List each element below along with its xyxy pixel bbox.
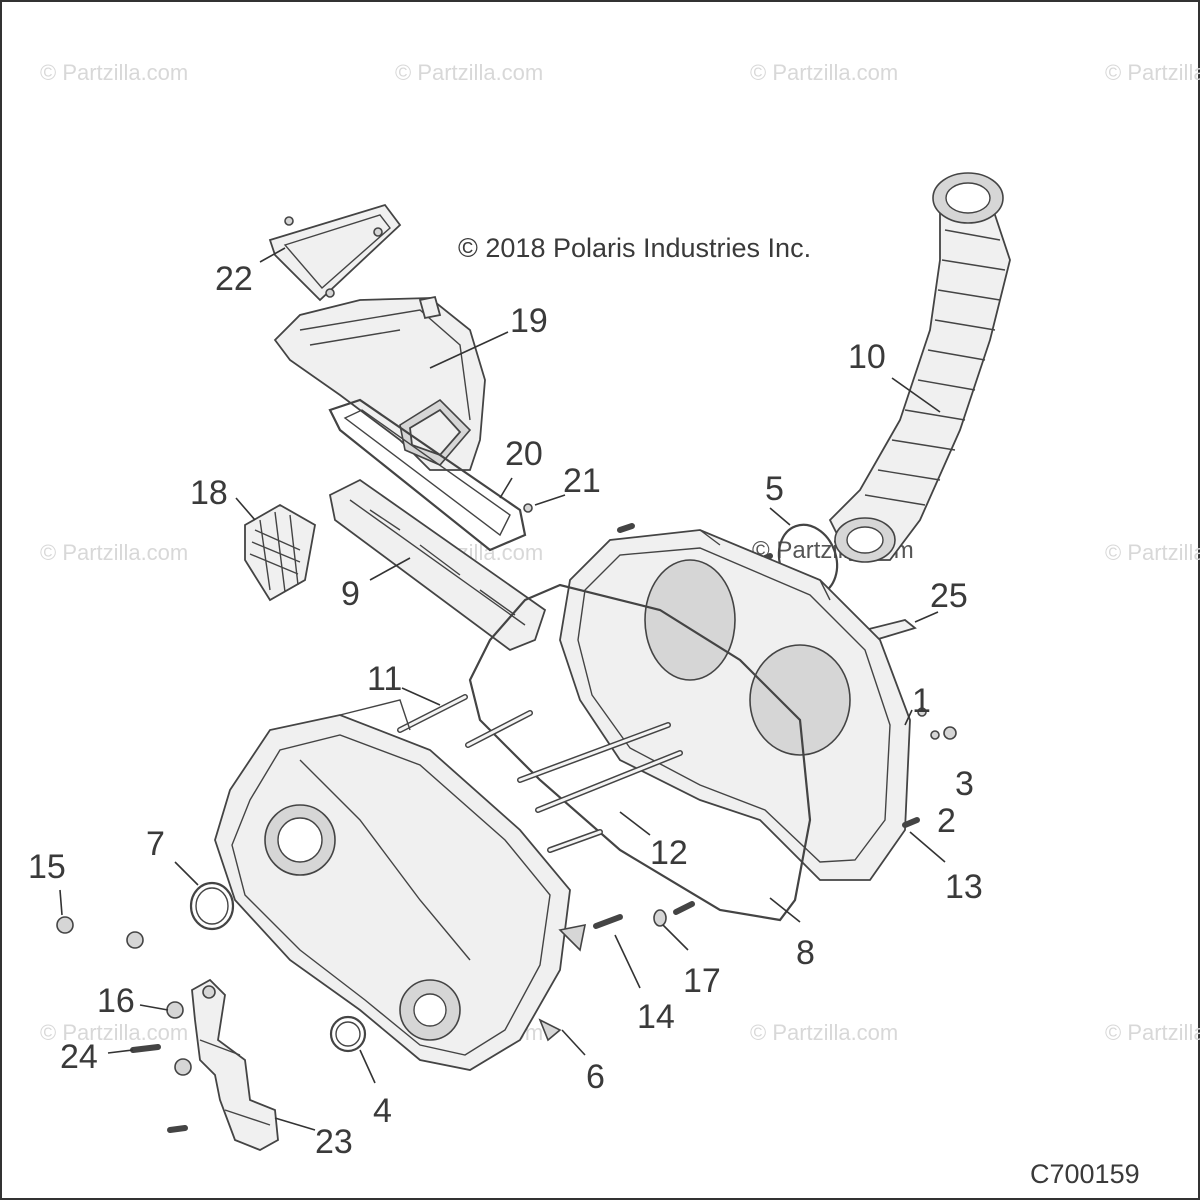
- callout-23: 23: [315, 1123, 353, 1161]
- part-21-screw: [523, 503, 533, 513]
- part-6-inner-cover: [214, 699, 587, 1071]
- callout-21: 21: [563, 462, 601, 500]
- callout-16: 16: [97, 982, 135, 1020]
- callout-2: 2: [937, 802, 956, 840]
- watermark: © Partzilla.com: [40, 60, 188, 85]
- watermark: © Partzilla.com: [395, 60, 543, 85]
- callout-8: 8: [796, 934, 815, 972]
- part-2-3-fasteners: [902, 707, 957, 828]
- callout-19: 19: [510, 302, 548, 340]
- callout-15: 15: [28, 848, 66, 886]
- callout-4: 4: [373, 1092, 392, 1130]
- callout-17: 17: [683, 962, 721, 1000]
- callout-14: 14: [637, 998, 675, 1036]
- callout-25: 25: [930, 577, 968, 615]
- part-1-outer-cover: [559, 523, 911, 881]
- part-18-screen: [244, 503, 316, 602]
- watermark: © Partzilla.com: [1105, 60, 1200, 85]
- callout-labels: 1 2 3 4 5 6 7 8 9 10 11 12 13 14 15 16 1…: [28, 260, 983, 1161]
- callout-24: 24: [60, 1038, 98, 1076]
- watermark: © Partzilla.com: [750, 60, 898, 85]
- figure-code: C700159: [1030, 1159, 1140, 1189]
- watermark: © Partzilla.com: [750, 1020, 898, 1045]
- callout-12: 12: [650, 834, 688, 872]
- part-9-plate: [328, 478, 547, 652]
- part-7-oring: [189, 881, 235, 931]
- callout-1: 1: [912, 682, 931, 720]
- part-23-bracket: [130, 978, 279, 1151]
- part-15-16-plugs: [56, 916, 192, 1076]
- callout-6: 6: [586, 1058, 605, 1096]
- watermark: © Partzilla.com: [1105, 540, 1200, 565]
- part-4-oring: [329, 1015, 367, 1053]
- part-8-main-gasket: [468, 583, 812, 922]
- watermark: © Partzilla.com: [1105, 1020, 1200, 1045]
- callout-18: 18: [190, 474, 228, 512]
- callout-9: 9: [341, 575, 360, 613]
- callout-7: 7: [146, 825, 165, 863]
- part-22-cover-plate: [268, 203, 402, 302]
- watermark: © Partzilla.com: [40, 540, 188, 565]
- callout-22: 22: [215, 260, 253, 298]
- copyright-text: © 2018 Polaris Industries Inc.: [458, 233, 811, 263]
- callout-10: 10: [848, 338, 886, 376]
- callout-13: 13: [945, 868, 983, 906]
- part-20-gasket: [328, 398, 527, 552]
- leader-lines: [59, 247, 946, 1131]
- callout-20: 20: [505, 435, 543, 473]
- part-10-intake-duct: [828, 172, 1011, 563]
- watermark: © Partzilla.com: [40, 1020, 188, 1045]
- callout-5: 5: [765, 470, 784, 508]
- callout-11: 11: [367, 660, 402, 698]
- callout-3: 3: [955, 765, 974, 803]
- part-14-17-pin-washer: [593, 901, 695, 929]
- part-11-12-bolts: [397, 694, 683, 853]
